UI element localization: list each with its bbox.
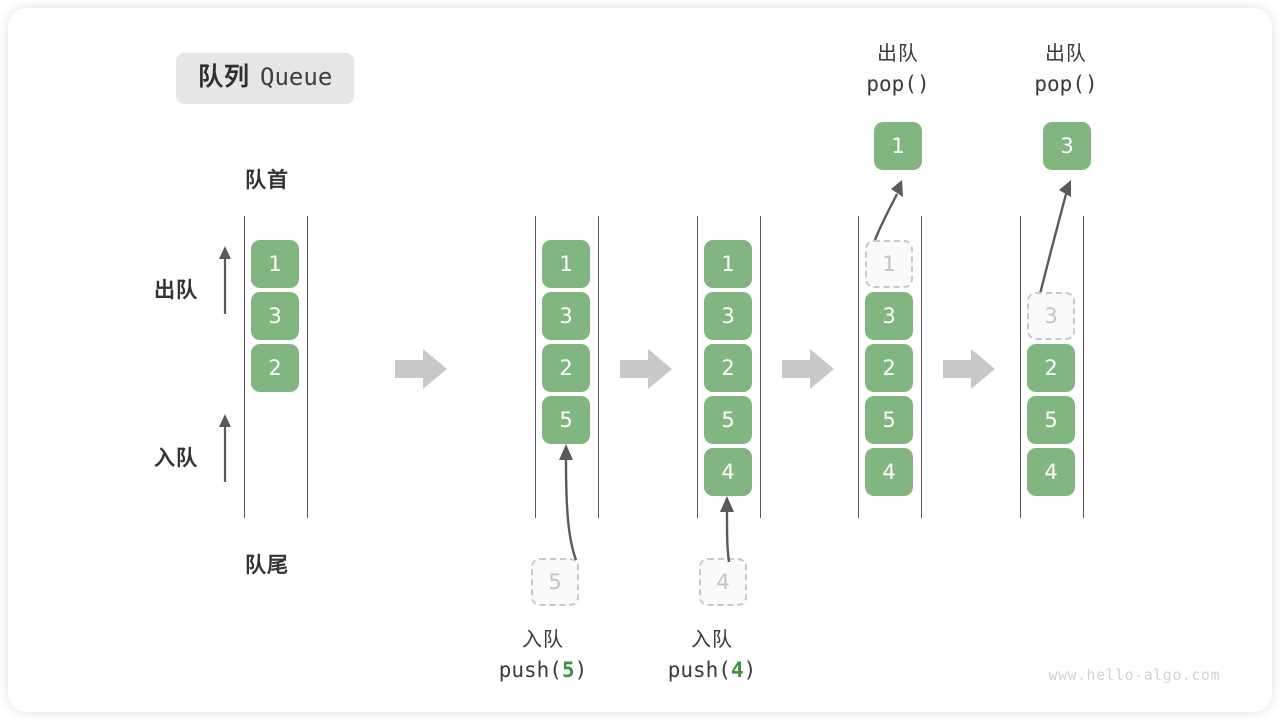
queue-rail-right [760,216,761,518]
step-arrow-icon [943,349,995,389]
queue-cell: 3 [251,292,299,340]
queue-cell: 3 [542,292,590,340]
queue-cell: 3 [865,292,913,340]
dequeue-direction-arrow [219,246,231,314]
queue-rail-right [307,216,308,518]
queue-cell: 2 [704,344,752,392]
head-label: 队首 [245,169,289,192]
queue-rail-left [858,216,859,518]
queue-rail-left [535,216,536,518]
push4-operation-label: 入队 push(4) [622,626,802,685]
queue-rail-right [598,216,599,518]
pop3-operation-cn: 出队 [1045,43,1087,65]
queue-cell: 3 [704,292,752,340]
queue-cell: 5 [542,396,590,444]
title-chinese: 队列 [198,63,251,91]
queue-cell: 1 [542,240,590,288]
diagram-title-badge: 队列 Queue [176,53,355,104]
popped-element: 3 [1043,122,1091,170]
queue-rail-left [697,216,698,518]
popped-element: 1 [874,122,922,170]
queue-cell: 5 [865,396,913,444]
push4-motion-arrow [720,496,734,563]
queue-cell: 2 [1027,344,1075,392]
pop3-operation-label: 出队 pop() [976,40,1156,99]
queue-cell: 2 [251,344,299,392]
push5-operation-code: push(5) [498,658,588,682]
queue-rail-left [1020,216,1021,518]
pop3-motion-arrow [1038,180,1071,295]
queue-cell: 2 [865,344,913,392]
queue-ghost-cell: 5 [531,558,579,606]
watermark: www.hello-algo.com [1048,666,1220,684]
queue-cell: 4 [1027,448,1075,496]
queue-cell: 5 [1027,396,1075,444]
enqueue-direction-arrow [219,414,231,482]
pop1-operation-cn: 出队 [877,43,919,65]
queue-cell: 1 [704,240,752,288]
queue-cell: 4 [865,448,913,496]
step-arrow-icon [395,349,447,389]
push5-operation-cn: 入队 [522,629,564,651]
queue-ghost-cell: 4 [699,558,747,606]
push5-operation-label: 入队 push(5) [453,626,633,685]
title-english: Queue [260,63,333,91]
push5-motion-arrow [559,444,578,561]
queue-ghost-cell: 3 [1027,292,1075,340]
queue-cell: 1 [251,240,299,288]
queue-cell: 5 [704,396,752,444]
queue-rail-right [1083,216,1084,518]
tail-label: 队尾 [245,554,289,577]
pop1-operation-label: 出队 pop() [808,40,988,99]
push4-operation-cn: 入队 [691,629,733,651]
queue-ghost-cell: 1 [865,240,913,288]
push4-operation-code: push(4) [667,658,757,682]
queue-cell: 4 [704,448,752,496]
pop1-operation-code: pop() [866,72,930,96]
pop3-operation-code: pop() [1034,72,1098,96]
queue-cell: 2 [542,344,590,392]
enqueue-direction-label: 入队 [154,447,198,470]
step-arrow-icon [782,349,834,389]
step-arrow-icon [620,349,672,389]
queue-rail-left [244,216,245,518]
queue-rail-right [921,216,922,518]
pop1-motion-arrow [873,180,903,241]
dequeue-direction-label: 出队 [154,279,198,302]
